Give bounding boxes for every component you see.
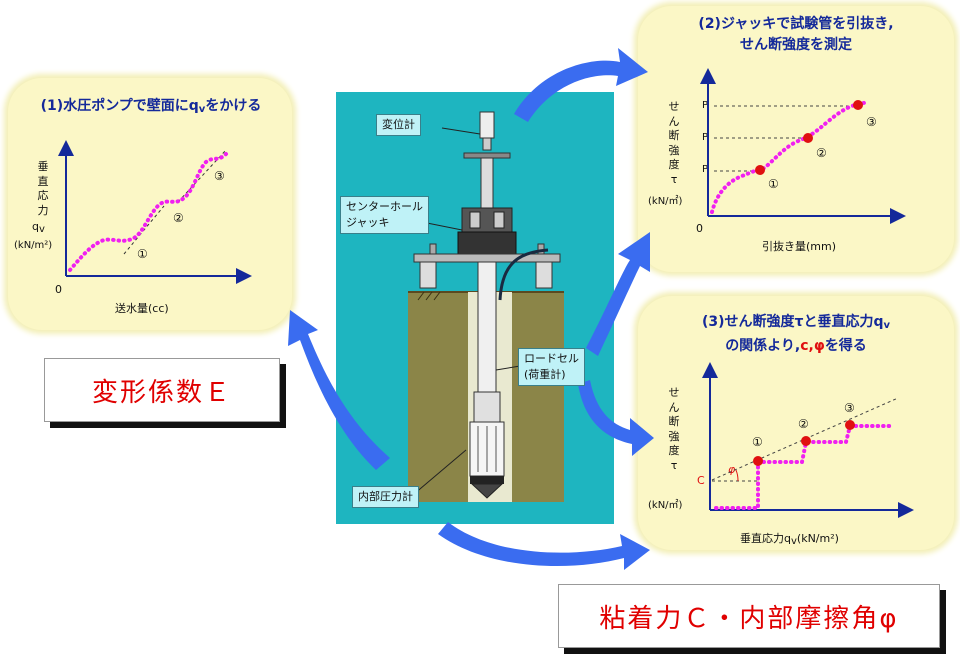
panel2-marker-2: ② (816, 146, 827, 160)
panel2-origin: 0 (696, 222, 703, 235)
panel2-marker-3: ③ (866, 115, 877, 129)
panel2-ylabel-unit: (kN/㎡) (648, 196, 683, 207)
center-hole-jack-shape (457, 207, 517, 255)
panel-water-pressure (8, 78, 292, 330)
panel3-xlabel: 垂直応力qv(kN/m²) (740, 532, 839, 547)
panel2-curve (710, 100, 868, 214)
hydraulic-hose (498, 248, 549, 301)
arrow-to-panel1 (288, 310, 390, 470)
panel3-marker-3: ③ (844, 401, 855, 415)
panel1-marker-1: ① (137, 247, 148, 261)
panel3-points (753, 420, 855, 466)
callout-internal-pressure-gauge: 内部圧力計 (352, 486, 419, 508)
panel2-title-line1: (2)ジャッキで試験管を引抜き, (698, 16, 894, 32)
panel1-marker-2: ② (173, 211, 184, 225)
callout-jack-line2: ジャッキ (346, 216, 390, 229)
panel3-axes (702, 362, 914, 518)
panel3-phi-label: φ (728, 463, 736, 476)
panel1-axes (58, 140, 252, 284)
panel3-marker-1: ① (752, 435, 763, 449)
arrow-loadcell-to-panel2 (586, 232, 650, 356)
flow-arrows (288, 48, 654, 570)
panel3-title-line1: (3)せん断強度τと垂直応力qv (701, 314, 891, 331)
panel3-phi-arc (735, 469, 739, 482)
panel3-step-curve (714, 424, 896, 510)
panel3-c-label: C (697, 474, 705, 487)
panel1-marker-3: ③ (214, 169, 225, 183)
callout-displacement-gauge: 変位計 (376, 114, 421, 136)
panel2-peak-label-2: P (702, 132, 709, 143)
panel3-title-line2: の関係より,c,φを得る (725, 338, 867, 354)
panel1-ylabel: 垂直応力 (37, 160, 49, 217)
result-deformation-modulus: 変形係数Ｅ (44, 358, 280, 422)
panel3-ylabel: せん断強度τ (668, 386, 680, 472)
callout-loadcell-line2: (荷重計) (524, 368, 566, 381)
panel3-failure-envelope (711, 397, 899, 481)
panel2-xlabel: 引抜き量(mm) (762, 240, 837, 253)
arrow-loadcell-to-panel3 (578, 380, 654, 456)
panel3-ylabel-unit: (kN/㎡) (648, 500, 683, 511)
panel2-title-line2: せん断強度を測定 (740, 37, 852, 53)
callout-center-hole-jack: センターホール ジャッキ (340, 196, 429, 234)
test-tube (469, 261, 505, 499)
panel1-xlabel: 送水量(cc) (115, 302, 169, 315)
panel3-title: (3)せん断強度τと垂直応力qv の関係より,c,φを得る (640, 312, 952, 357)
result-cohesion-friction-angle: 粘着力Ｃ・内部摩擦角φ (558, 584, 940, 648)
panel1-title: (1)水圧ポンプで壁面にqvをかける (40, 98, 262, 115)
panel2-title: (2)ジャッキで試験管を引抜き, せん断強度を測定 (640, 14, 952, 56)
callout-loadcell-line1: ロードセル (524, 352, 579, 365)
arrow-to-panel3-bottom (438, 522, 650, 570)
callout-jack-line1: センターホール (346, 200, 423, 213)
panel2-peak-label-1: P (702, 164, 709, 175)
panel1-ylabel-q: qv (32, 220, 45, 235)
panel2-ylabel: せん断強度τ (668, 100, 680, 186)
displacement-gauge-shape (463, 111, 511, 159)
panel2-marker-1: ① (768, 177, 779, 191)
arrow-to-panel2 (514, 48, 648, 122)
reaction-beam (413, 243, 561, 289)
panel2-peak-points (755, 100, 863, 175)
rod (480, 157, 494, 209)
panel1-origin: 0 (55, 283, 62, 296)
panel1-dashed-guides (123, 149, 227, 255)
panel2-axes (700, 68, 906, 224)
panel1-ylabel-unit: (kN/m²) (14, 240, 53, 251)
panel3-marker-2: ② (798, 417, 809, 431)
panel2-peak-label-3: P (702, 100, 709, 111)
panel1-curve (68, 152, 228, 272)
callout-load-cell: ロードセル (荷重計) (518, 348, 585, 386)
panel-pullout-shear (638, 6, 954, 272)
panel2-peak-guides (714, 105, 856, 172)
